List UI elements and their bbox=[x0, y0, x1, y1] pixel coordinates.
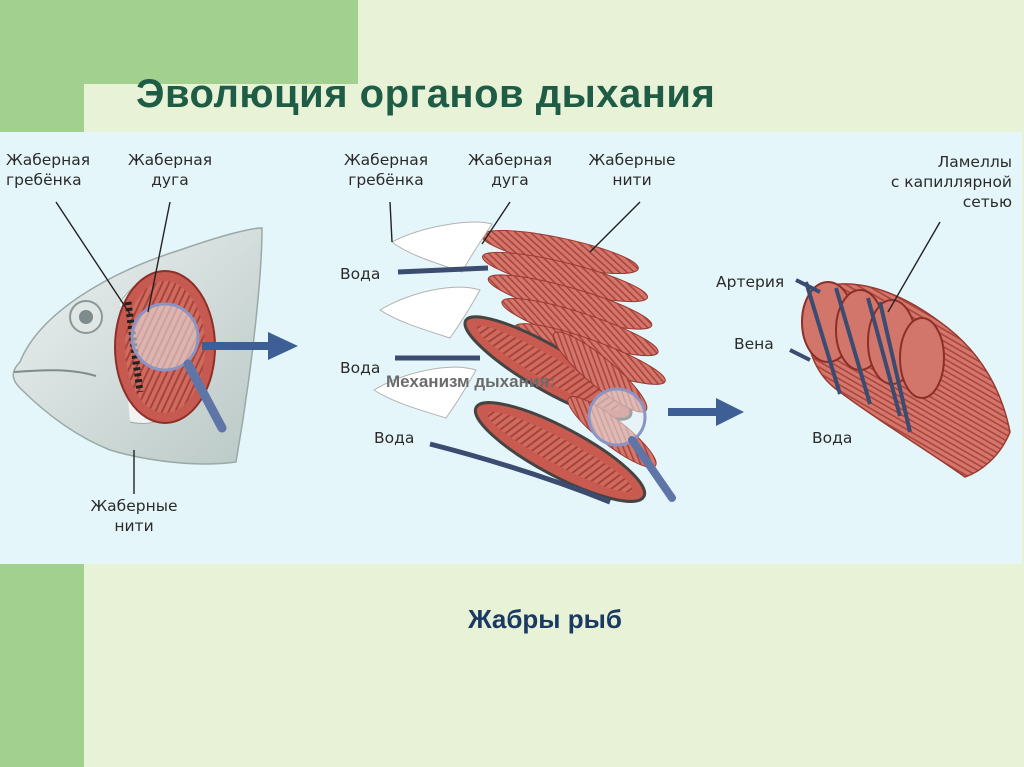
arrow-right-1 bbox=[202, 332, 298, 360]
label-line: гребёнка bbox=[6, 171, 82, 189]
label-line: Жаберная bbox=[343, 151, 429, 169]
label-fish-gill-filaments: Жаберные нити bbox=[84, 496, 184, 536]
label-line: Жаберная bbox=[6, 151, 91, 169]
gills-illustration bbox=[12, 201, 1011, 505]
label-line: Жаберные bbox=[90, 497, 178, 515]
label-line: Жаберная bbox=[467, 151, 553, 169]
label-line: Жаберные bbox=[588, 151, 676, 169]
label-mid-gill-filaments: Жаберные нити bbox=[582, 150, 682, 190]
label-mid-gill-comb: Жаберная гребёнка bbox=[336, 150, 436, 190]
label-line: сетью bbox=[962, 193, 1012, 211]
label-line: нити bbox=[612, 171, 652, 189]
lamellae-illustration bbox=[789, 278, 1011, 478]
label-line: с капиллярной bbox=[890, 173, 1012, 191]
fish-head-illustration bbox=[12, 227, 263, 465]
label-lamellae: Ламеллы с капиллярной сетью bbox=[876, 152, 1012, 212]
label-water-2: Вода bbox=[340, 359, 381, 377]
gill-arches-illustration bbox=[373, 221, 676, 505]
label-line: Ламеллы bbox=[937, 153, 1012, 171]
label-pointer-lines bbox=[55, 201, 941, 494]
label-fish-gill-comb: Жаберная гребёнка bbox=[6, 150, 90, 190]
slide-title: Эволюция органов дыхания bbox=[136, 72, 716, 116]
gills-diagram: Жаберная гребёнка Жаберная дуга Жаберные… bbox=[0, 132, 1022, 564]
label-line: нити bbox=[114, 517, 154, 535]
arrow-right-2 bbox=[668, 398, 744, 426]
title-tab-corner bbox=[84, 84, 164, 132]
label-water-right: Вода bbox=[812, 429, 853, 447]
slide-caption: Жабры рыб bbox=[468, 604, 622, 634]
label-artery: Артерия bbox=[716, 273, 785, 291]
breathing-mechanism-overlay: Механизм дыхания: bbox=[386, 372, 555, 391]
label-water-3: Вода bbox=[374, 429, 415, 447]
label-mid-gill-arch: Жаберная дуга bbox=[460, 150, 560, 190]
label-line: дуга bbox=[151, 171, 189, 189]
label-line: гребёнка bbox=[348, 171, 424, 189]
label-vein: Вена bbox=[734, 335, 774, 353]
label-water-1: Вода bbox=[340, 265, 381, 283]
label-line: дуга bbox=[491, 171, 529, 189]
label-fish-gill-arch: Жаберная дуга bbox=[120, 150, 220, 190]
label-line: Жаберная bbox=[127, 151, 213, 169]
